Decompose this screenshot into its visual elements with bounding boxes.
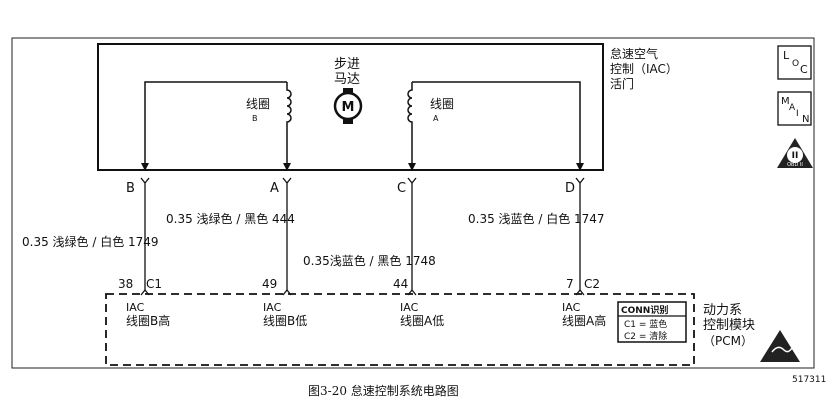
main-m: M (781, 96, 790, 107)
loc-c: C (800, 63, 808, 76)
conn-c1-label: C1 (146, 277, 162, 291)
term3-top: IAC (400, 301, 419, 314)
pin-c-label: C (397, 181, 406, 196)
iac-valve-box (97, 43, 604, 171)
conn-id-box: CONN识别 C1 = 蓝色 C2 = 清除 (617, 301, 687, 343)
pin-44-label: 44 (393, 277, 408, 291)
term2-bottom: 线圈B低 (263, 314, 307, 328)
coil-a-sub: A (433, 114, 439, 123)
coil-a: 线圈 A (407, 82, 454, 130)
loc-o: O (792, 59, 799, 69)
term2-top: IAC (263, 301, 282, 314)
top-connector-symbols (140, 177, 585, 185)
iac-label-line2: 控制（IAC） (610, 62, 678, 76)
pcm-label-line3: （PCM） (703, 334, 753, 348)
main-icon: M A I N (777, 91, 812, 126)
esd-warning-icon (760, 330, 800, 362)
term4-bottom: 线圈A高 (562, 313, 606, 328)
pin-49-label: 49 (262, 277, 277, 291)
pcm-terminals: IAC 线圈B高 IAC 线圈B低 IAC 线圈A低 IAC 线圈A高 (126, 301, 606, 328)
internal-wiring (144, 81, 581, 170)
coil-a-label: 线圈 (430, 97, 454, 111)
term3-bottom: 线圈A低 (400, 314, 444, 328)
pin-a-label: A (270, 181, 279, 196)
obd-label: OBD II (787, 162, 803, 168)
harness-wires (144, 183, 581, 290)
pin-arrows (141, 163, 584, 171)
obd-numeral: II (792, 151, 799, 161)
pcm-box (105, 293, 695, 366)
top-pin-labels: B A C D (126, 181, 575, 196)
conn-c2-label: C2 (584, 277, 600, 291)
pin-d-label: D (565, 181, 575, 196)
motor-shaft-top (343, 88, 353, 94)
motor-label-line1: 步进 (334, 57, 360, 72)
iac-label-line1: 怠速空气 (610, 46, 658, 61)
bottom-connector-symbols (140, 288, 585, 296)
conn-id-line2: C2 = 清除 (624, 330, 667, 342)
bottom-pin-labels: 38 C1 49 44 7 C2 (118, 277, 600, 291)
conn-id-title: CONN识别 (621, 304, 668, 316)
pin-38-label: 38 (118, 277, 133, 291)
pin-b-label: B (126, 181, 135, 196)
stepper-motor: 步进 马达 M (333, 57, 363, 124)
iac-valve-label: 怠速空气 控制（IAC） 活门 (610, 46, 678, 91)
main-a: A (789, 103, 796, 113)
term1-bottom: 线圈B高 (126, 313, 170, 328)
pcm-label-line1: 动力系 (703, 303, 742, 318)
motor-symbol: M (342, 100, 355, 115)
wire-1747-label: 0.35 浅蓝色 / 白色 1747 (468, 211, 605, 226)
wire-1749-label: 0.35 浅绿色 / 白色 1749 (22, 234, 159, 249)
motor-label-line2: 马达 (334, 72, 360, 87)
outer-frame (11, 37, 815, 369)
figure-code: 517311 (792, 375, 826, 385)
wire-1748-label: 0.35浅蓝色 / 黑色 1748 (303, 254, 436, 268)
figure-caption: 图3-20 怠速控制系统电路图 (308, 383, 459, 398)
obd-ii-icon: II OBD II (777, 138, 813, 168)
main-i: I (796, 109, 799, 119)
coil-a-winding-icon (407, 82, 413, 130)
wire-labels: 0.35 浅绿色 / 白色 1749 0.35 浅绿色 / 黑色 444 0.3… (22, 211, 605, 268)
motor-shaft-bottom (343, 118, 353, 124)
pcm-label-line2: 控制模块 (703, 318, 755, 333)
coil-b-label: 线圈 (246, 97, 270, 111)
loc-icon: L O C (777, 45, 812, 80)
pin-7-label: 7 (566, 277, 574, 291)
term1-top: IAC (126, 301, 145, 314)
coil-b: 线圈 B (246, 82, 292, 130)
conn-id-line1: C1 = 蓝色 (624, 318, 667, 330)
term4-top: IAC (562, 301, 581, 314)
main-n: N (802, 114, 809, 125)
coil-b-sub: B (252, 114, 258, 123)
coil-b-winding-icon (286, 82, 292, 130)
loc-l: L (783, 49, 790, 62)
wire-444-label: 0.35 浅绿色 / 黑色 444 (166, 211, 295, 226)
pcm-label: 动力系 控制模块 （PCM） (703, 303, 755, 348)
iac-label-line3: 活门 (610, 76, 634, 91)
